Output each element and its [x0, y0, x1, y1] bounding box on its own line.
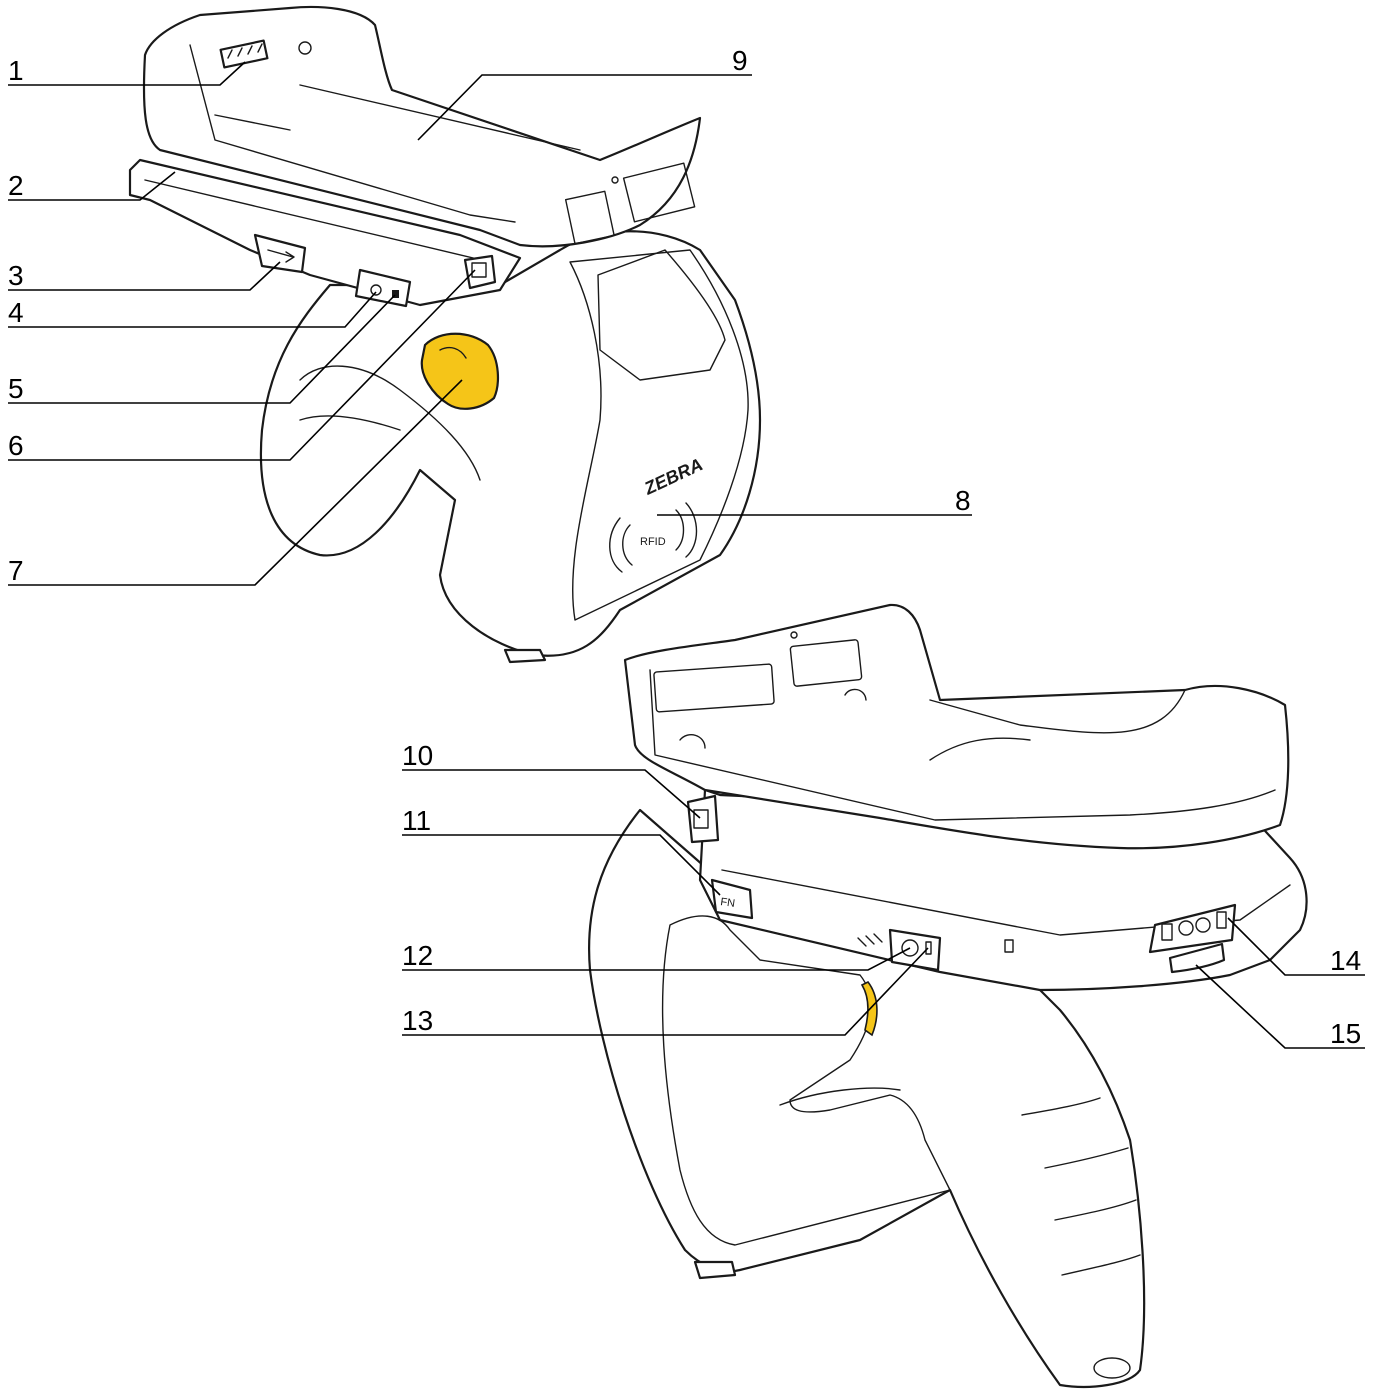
front-pinhole [611, 176, 619, 184]
leader-4 [8, 291, 377, 328]
grip-ridge-2 [1044, 1147, 1129, 1169]
rear-foot [693, 1260, 737, 1280]
callout-6: 6 [8, 430, 24, 461]
leader-3 [8, 261, 281, 291]
callout-11: 11 [402, 805, 431, 836]
cradle [142, 5, 702, 248]
grip-ridge-3 [1054, 1199, 1137, 1221]
leader-14 [1227, 917, 1365, 976]
cradle-rim [649, 669, 1276, 821]
handle-inner-opening [661, 915, 951, 1246]
callout-8: 8 [955, 485, 971, 516]
rear-status-led [925, 941, 932, 955]
leader-2 [8, 171, 176, 201]
callout-2: 2 [8, 170, 24, 201]
callout-12: 12 [402, 940, 433, 971]
status-led [392, 290, 399, 298]
grip-ridge-4 [1061, 1254, 1141, 1276]
grip-inner-line [299, 415, 401, 431]
front-window-right [622, 162, 696, 223]
handle-bridge [779, 1087, 901, 1106]
callout-7: 7 [8, 555, 24, 586]
svg-text:RFID: RFID [640, 536, 666, 548]
callout-1: 1 [8, 55, 24, 86]
scan-trigger[interactable] [420, 332, 500, 410]
rear-cradle [623, 603, 1290, 850]
grip-ridge-1 [1021, 1097, 1101, 1116]
callout-9: 9 [732, 45, 748, 76]
cradle-inner-wall [189, 44, 516, 223]
rear-window-left [653, 663, 775, 713]
cradle-hole [298, 41, 312, 55]
lanyard-hole [1093, 1357, 1131, 1379]
leader-13 [402, 947, 929, 1036]
fn-key-label: FN [720, 896, 736, 910]
leader-7 [8, 379, 463, 586]
callout-13: 13 [402, 1005, 433, 1036]
bluetooth-button[interactable] [901, 939, 919, 957]
bumper-top [929, 689, 1186, 761]
rear-pinhole [790, 631, 798, 639]
side-panel [569, 249, 749, 621]
base-rail [144, 179, 491, 263]
bluetooth-panel [888, 928, 942, 972]
leader-1 [8, 61, 246, 86]
leader-5 [8, 294, 396, 404]
callout-15: 15 [1330, 1018, 1361, 1049]
callout-3: 3 [8, 260, 24, 291]
side-button[interactable] [463, 254, 497, 290]
fn-key[interactable] [710, 878, 754, 920]
upper-window [597, 249, 726, 381]
rear-window-right [789, 639, 863, 687]
leader-9 [417, 74, 752, 141]
sled-foot [503, 648, 547, 664]
leader-11 [402, 834, 721, 896]
leader-10 [402, 769, 701, 819]
callout-14: 14 [1330, 945, 1361, 976]
rfid-symbol: RFID [609, 502, 698, 573]
callout-4: 4 [8, 297, 24, 328]
leader-6 [8, 269, 476, 461]
leader-15 [1195, 964, 1365, 1049]
power-button[interactable] [370, 284, 382, 296]
sled-top-view: ZEBRA RFID [128, 5, 762, 664]
callout-5: 5 [8, 373, 24, 404]
sled-grip [259, 230, 762, 657]
speaker-slits [857, 933, 883, 947]
rear-side-button[interactable] [686, 794, 720, 844]
usb-icon [267, 249, 295, 263]
sled-rear-view: FN [587, 603, 1308, 1388]
front-window-left [564, 190, 615, 245]
callout-labels: 1 2 3 4 5 6 7 8 9 10 11 12 13 14 15 [8, 45, 1361, 1049]
rear-body-edge [721, 869, 1291, 936]
callout-10: 10 [402, 740, 433, 771]
leader-lines [8, 61, 1365, 1049]
release-latch[interactable] [1168, 942, 1226, 974]
connector-pins [219, 39, 269, 69]
leader-12 [402, 947, 911, 971]
